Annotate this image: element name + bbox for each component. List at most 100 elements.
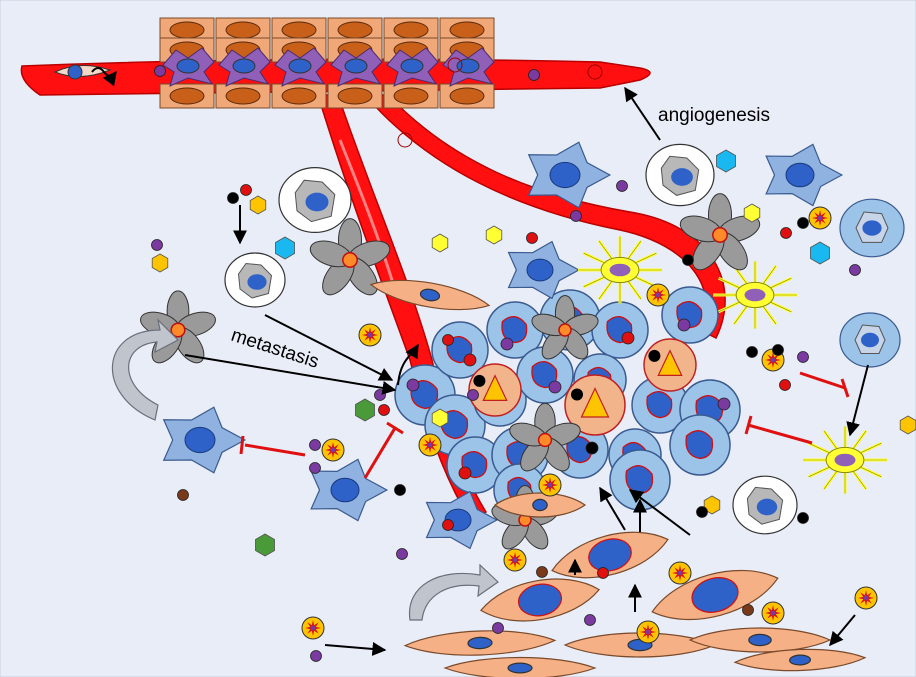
macrophage-icon: [507, 240, 581, 300]
monocyte-icon: [839, 312, 901, 368]
cytokine-icon: [797, 512, 809, 524]
fibroblast-icon: [493, 492, 587, 518]
arrow-fibro-1: [599, 486, 626, 531]
cytokine-icon: [154, 65, 166, 77]
cytokine-icon: [743, 203, 761, 223]
cytokine-icon: [780, 227, 792, 239]
label-angiogenesis: angiogenesis: [658, 105, 770, 126]
cytokine-icon: [255, 533, 275, 557]
cytokine-icon: [374, 389, 386, 401]
cytokine-icon: [309, 462, 321, 474]
fibroblast-icon: [403, 630, 557, 656]
cytokine-icon: [899, 415, 916, 435]
cytokine-icon: [310, 650, 322, 662]
cytokine-icon: [309, 439, 321, 451]
pericyte-icon: [330, 47, 383, 87]
exosome-icon: [808, 206, 832, 230]
cytokine-icon: [249, 195, 267, 215]
dendritic-cell-icon: [803, 426, 887, 494]
exosome-icon: [358, 323, 382, 347]
cytokine-icon: [227, 192, 239, 204]
neutrophil-icon: [531, 295, 599, 360]
circulating-tumor-cell: [53, 64, 117, 87]
cytokine-icon: [779, 379, 791, 391]
cytokine-icon: [177, 489, 189, 501]
fibroblast-icon: [369, 279, 491, 311]
exosome-icon: [854, 586, 878, 610]
cytokine-icon: [797, 217, 809, 229]
arrow-exosome-fib2: [829, 614, 856, 647]
tumor-cell-icon: [661, 286, 719, 344]
monocyte-icon: [645, 143, 715, 207]
tumor-cell-icon: [669, 414, 731, 476]
monocyte-icon: [839, 198, 905, 258]
cytokine-icon: [528, 69, 540, 81]
cytokine-icon: [597, 567, 609, 579]
cancer-stem-cell-icon: [468, 363, 522, 417]
cytokine-icon: [275, 236, 295, 260]
exosome-icon: [503, 548, 527, 572]
endothelial-cell-icon: [159, 83, 215, 109]
neutrophil-icon: [509, 402, 581, 472]
cancer-stem-cell-icon: [643, 338, 697, 392]
cytokine-icon: [696, 506, 708, 518]
branch-vessel-right: [363, 94, 726, 340]
cytokine-icon: [772, 344, 784, 356]
cytokine-icon: [682, 254, 694, 266]
fibroblast-icon: [480, 578, 600, 622]
arrow-intravasation: [397, 343, 419, 386]
inhibition-arrow-icon: [363, 421, 404, 479]
curved-arrows: [111, 318, 499, 621]
cytokine-icon: [616, 180, 628, 192]
macrophage-icon: [527, 141, 612, 209]
endothelial-cell-icon: [383, 83, 439, 109]
pericyte-icon: [442, 47, 495, 87]
cytokine-icon: [797, 351, 809, 363]
exosome-icon: [636, 620, 660, 644]
monocyte-icon: [732, 475, 798, 535]
arrow-exosome-fib: [324, 641, 387, 656]
cytokine-icon: [703, 495, 721, 515]
cytokine-icon: [849, 264, 861, 276]
cytokine-icon: [151, 253, 169, 273]
curved-arrow-fibroblast: [409, 563, 499, 621]
monocyte-icon: [278, 167, 352, 234]
inhibition-arrow-icon: [799, 371, 850, 398]
neutrophil-icon: [679, 193, 761, 271]
inhibition-arrow-icon: [239, 435, 306, 457]
cytokine-icon: [467, 389, 479, 401]
inhibition-arrow-icon: [744, 415, 813, 445]
exosome-icon: [646, 283, 670, 307]
macrophage-icon: [310, 458, 389, 522]
arrow-angiogenesis: [624, 86, 661, 141]
endothelial-cell-icon: [327, 83, 383, 109]
pericyte-icon: [274, 47, 327, 87]
curved-arrow-neutrophil: [111, 318, 180, 421]
cytokine-icon: [394, 484, 406, 496]
cytokine-icon: [240, 184, 252, 196]
fibroblast-icon: [443, 656, 597, 677]
exosome-icon: [668, 561, 692, 585]
tumor-cell-icon: [486, 301, 544, 359]
cytokine-icon: [742, 604, 754, 616]
macrophage-icon: [162, 406, 247, 474]
cytokine-icon: [570, 210, 582, 222]
macrophage-icon: [425, 490, 499, 550]
exosome-icon: [761, 601, 785, 625]
cytokine-icon: [431, 408, 449, 428]
cytokine-icon: [536, 566, 548, 578]
cytokine-icon: [810, 241, 830, 265]
cytokine-icon: [442, 519, 454, 531]
arrow-mono-dc: [846, 364, 869, 437]
dendritic-cell-icon: [578, 236, 662, 304]
cytokine-icon: [492, 622, 504, 634]
exosome-icon: [538, 473, 562, 497]
monocyte-icon: [224, 252, 286, 308]
cytokine-icon: [355, 398, 375, 422]
fibroblast-icon: [688, 627, 832, 653]
exosome-icon: [321, 438, 345, 462]
fibroblast-icon: [733, 648, 867, 672]
endothelial-cell-icon: [439, 83, 495, 109]
